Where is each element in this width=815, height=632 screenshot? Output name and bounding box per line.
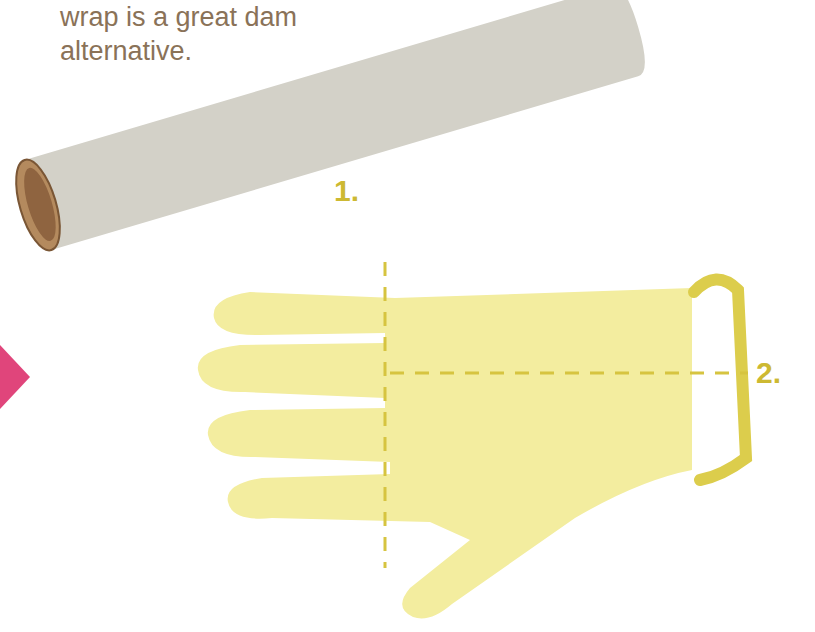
glove-cuff bbox=[694, 279, 746, 480]
cut-line bbox=[390, 372, 748, 375]
pointer-arrow bbox=[0, 345, 30, 409]
callout-number: 2. bbox=[756, 356, 796, 390]
tube-hole bbox=[18, 165, 63, 245]
glove bbox=[198, 288, 692, 618]
wrap-cylinder bbox=[25, 0, 652, 250]
cut-line bbox=[384, 262, 387, 568]
caption-text: wrap is a great dam alternative. bbox=[60, 0, 350, 68]
callout-number: 1. bbox=[334, 174, 374, 208]
tube-end bbox=[7, 155, 68, 255]
plastic-wrap-roll bbox=[7, 0, 651, 255]
